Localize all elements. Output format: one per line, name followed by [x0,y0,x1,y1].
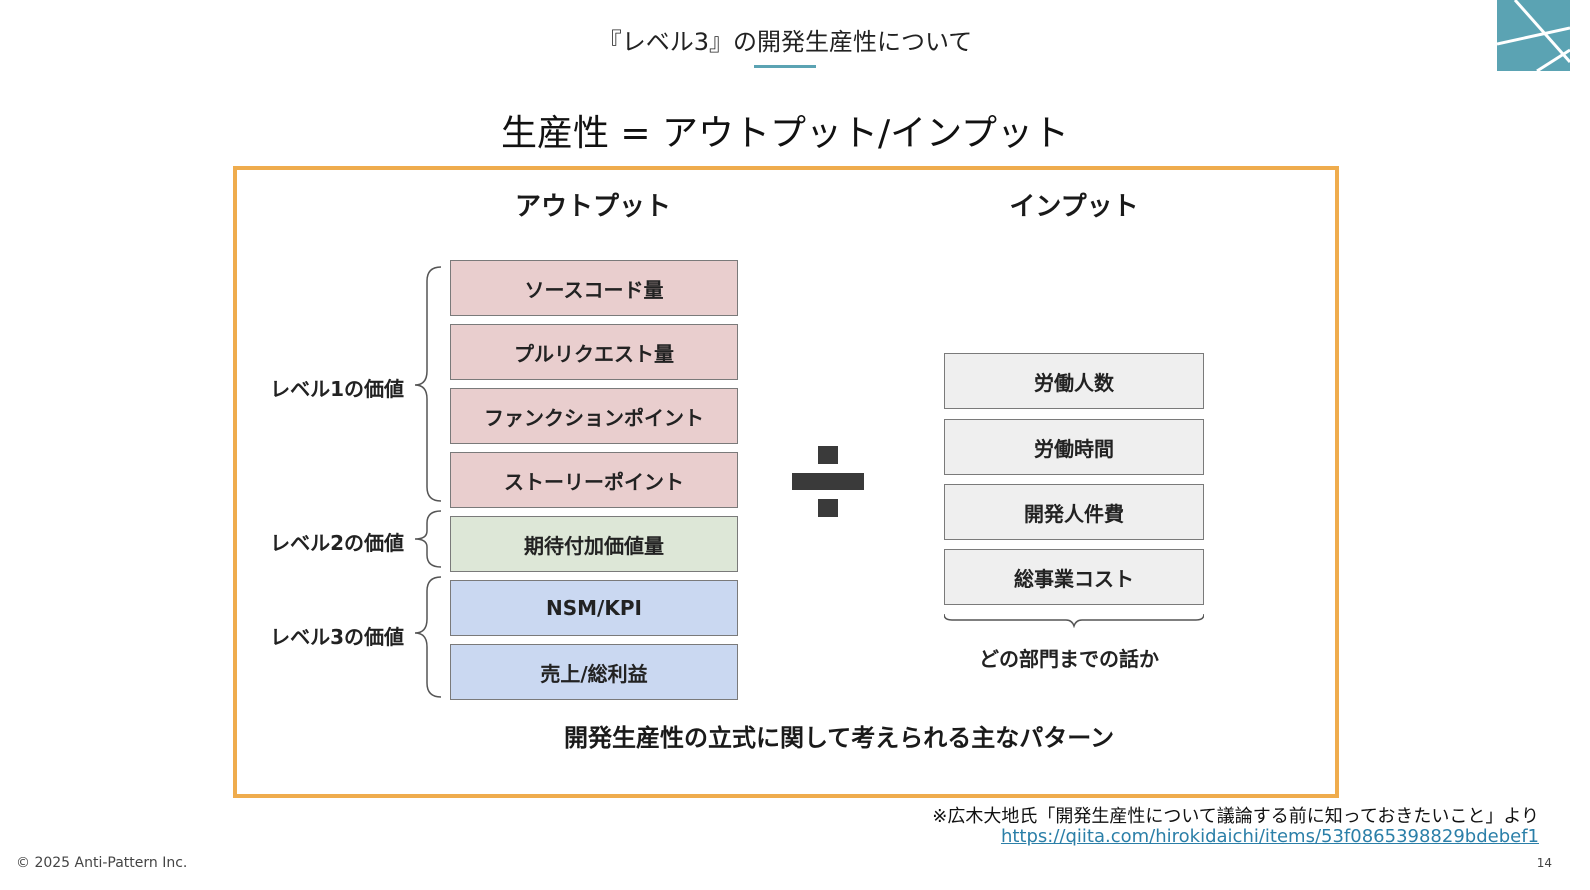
level1-brace [414,266,442,502]
diagram-caption: 開発生産性の立式に関して考えられる主なパターン [564,724,1115,752]
input-item-headcount: 労働人数 [944,353,1204,409]
slide-title: 『レベル3』の開発生産性について [597,28,973,56]
diagram-frame [233,166,1339,798]
input-brace [944,613,1204,628]
formula-heading: 生産性 = アウトプット/インプット [500,113,1070,154]
input-note: どの部門までの話か [979,647,1159,671]
source-link[interactable]: https://qiita.com/hirokidaichi/items/53f… [1000,826,1539,847]
division-sign-icon [792,446,864,517]
corner-logo-icon [1497,0,1570,71]
input-item-work-hours: 労働時間 [944,419,1204,475]
output-item-expected-value: 期待付加価値量 [450,516,738,572]
page-number: 14 [1536,856,1552,870]
level3-brace [414,576,442,698]
output-heading: アウトプット [514,192,671,222]
level-braces [414,266,442,698]
source-note: ※広木大地氏「開発生産性について議論する前に知っておきたいこと」より [932,806,1539,827]
output-item-nsm-kpi: NSM/KPI [450,580,738,636]
input-heading: インプット [1009,192,1139,222]
input-item-dev-labor-cost: 開発人件費 [944,484,1204,540]
output-item-pull-requests: プルリクエスト量 [450,324,738,380]
output-item-function-points: ファンクションポイント [450,388,738,444]
level1-label: レベル1の価値 [270,377,404,401]
level2-label: レベル2の価値 [270,531,404,555]
level2-brace [414,510,442,568]
level3-label: レベル3の価値 [270,625,404,649]
input-item-total-business-cost: 総事業コスト [944,549,1204,605]
output-item-source-code: ソースコード量 [450,260,738,316]
title-underline [754,65,816,68]
output-item-revenue: 売上/総利益 [450,644,738,700]
copyright: © 2025 Anti-Pattern Inc. [16,855,188,871]
output-item-story-points: ストーリーポイント [450,452,738,508]
